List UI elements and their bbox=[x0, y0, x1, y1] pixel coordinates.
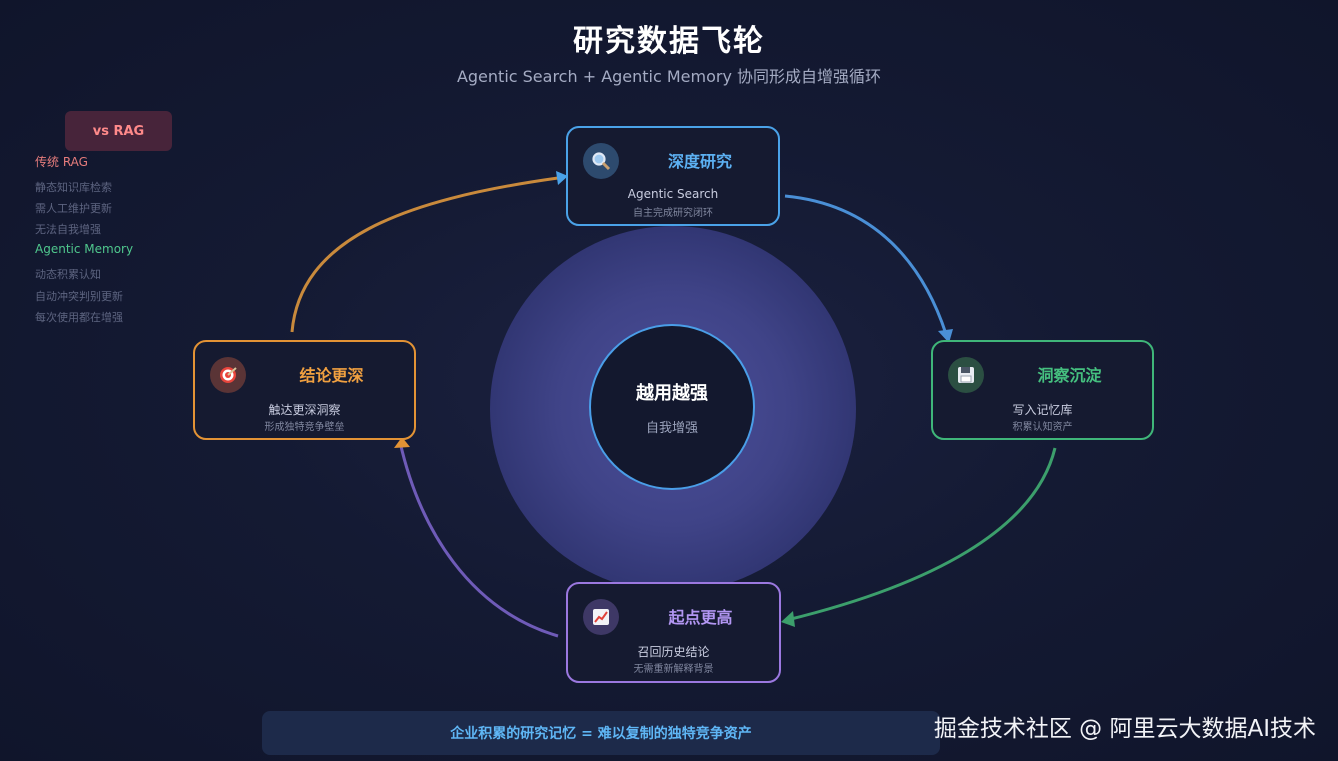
center-subtitle: 自我增强 bbox=[645, 420, 698, 436]
magnifier-icon bbox=[583, 143, 619, 179]
target-icon bbox=[210, 357, 246, 393]
node-insight-settle: 洞察沉淀 写入记忆库 积累认知资产 bbox=[931, 340, 1154, 440]
arrowhead-insight-to-start bbox=[781, 611, 795, 627]
node-title: 起点更高 bbox=[668, 608, 733, 627]
node-deeper-conclusion: 结论更深 触达更深洞察 形成独特竞争壁垒 bbox=[193, 340, 416, 440]
legend-memory-heading: Agentic Memory bbox=[35, 242, 134, 256]
node-line2: 积累认知资产 bbox=[1012, 422, 1073, 433]
arrow-conclusion-to-research bbox=[290, 176, 559, 333]
arrowhead-conclusion-to-research bbox=[556, 171, 568, 185]
page-title: 研究数据飞轮 bbox=[573, 24, 765, 59]
node-higher-start: 起点更高 召回历史结论 无需重新解释背景 bbox=[566, 582, 781, 683]
page-subtitle: Agentic Search + Agentic Memory 协同形成自增强循… bbox=[456, 67, 882, 86]
legend-memory-item: 动态积累认知 bbox=[35, 268, 101, 281]
legend-memory-item: 自动冲突判别更新 bbox=[35, 290, 123, 303]
bottom-banner: 企业积累的研究记忆 = 难以复制的独特竞争资产 bbox=[262, 711, 940, 755]
watermark: 掘金技术社区 @ 阿里云大数据AI技术 bbox=[933, 716, 1316, 742]
node-title: 深度研究 bbox=[667, 152, 732, 171]
legend-rag-heading: 传统 RAG bbox=[35, 155, 88, 169]
arrow-start-to-conclusion bbox=[398, 441, 559, 638]
arrowhead-research-to-insight bbox=[938, 329, 953, 343]
node-line1: 召回历史结论 bbox=[637, 645, 710, 659]
node-line1: 写入记忆库 bbox=[1012, 403, 1073, 417]
legend-rag-item: 需人工维护更新 bbox=[35, 202, 112, 215]
node-line2: 自主完成研究闭环 bbox=[633, 208, 713, 219]
arrowhead-start-to-conclusion bbox=[394, 437, 410, 448]
chart-icon bbox=[583, 599, 619, 635]
node-title: 结论更深 bbox=[299, 366, 364, 385]
vs-rag-badge: vs RAG bbox=[65, 111, 172, 151]
legend-memory-item: 每次使用都在增强 bbox=[35, 311, 123, 324]
arrow-research-to-insight bbox=[784, 194, 948, 335]
node-title: 洞察沉淀 bbox=[1037, 366, 1102, 385]
legend-rag-item: 无法自我增强 bbox=[35, 223, 101, 236]
node-line2: 无需重新解释背景 bbox=[633, 664, 714, 675]
node-line1: Agentic Search bbox=[627, 187, 719, 201]
arrow-insight-to-start bbox=[786, 447, 1057, 622]
floppy-disk-icon bbox=[948, 357, 984, 393]
node-line1: 触达更深洞察 bbox=[268, 403, 341, 417]
node-line2: 形成独特竞争壁垒 bbox=[264, 422, 345, 433]
node-deep-research: 深度研究 Agentic Search 自主完成研究闭环 bbox=[566, 126, 780, 226]
center-circle: 越用越强 自我增强 bbox=[589, 324, 755, 490]
center-title: 越用越强 bbox=[636, 382, 708, 404]
legend-rag-item: 静态知识库检索 bbox=[35, 181, 112, 194]
